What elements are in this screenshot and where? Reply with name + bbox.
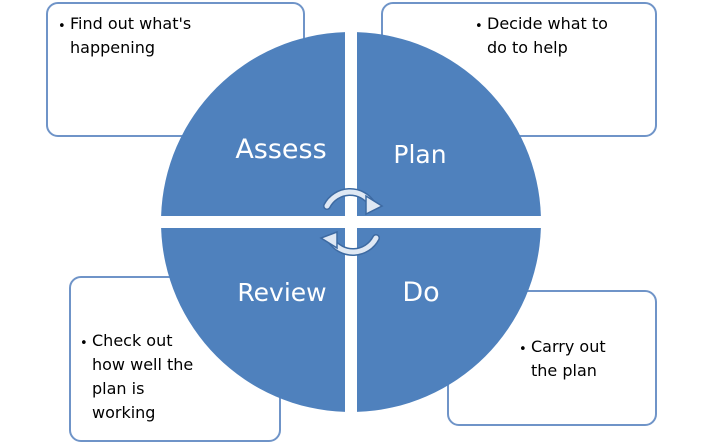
note-plan-line-2: do to help [487, 38, 568, 57]
arrowhead-right [365, 194, 384, 216]
note-assess-line-1: Find out what's [70, 14, 192, 33]
quadrant-label-plan: Plan [393, 140, 446, 169]
note-do-line-1: Carry out [531, 337, 606, 356]
note-assess-line-2: happening [70, 38, 155, 57]
bullet: • [80, 336, 88, 351]
quadrant-do [357, 228, 541, 412]
quadrant-label-do: Do [402, 277, 439, 308]
quadrant-plan [357, 32, 541, 216]
note-do-line-2: the plan [531, 361, 597, 380]
bullet: • [58, 19, 66, 34]
bullet: • [519, 342, 527, 357]
quadrant-label-review: Review [237, 278, 326, 307]
note-review-line-3: plan is [92, 379, 145, 398]
quadrant-review [161, 228, 345, 412]
note-review-line-4: working [92, 403, 156, 422]
quadrant-assess [161, 32, 345, 216]
quadrant-label-assess: Assess [235, 134, 326, 165]
note-review-line-1: Check out [92, 331, 173, 350]
bullet: • [475, 19, 483, 34]
note-review-line-2: how well the [92, 355, 194, 374]
note-plan-line-1: Decide what to [487, 14, 608, 33]
arrowhead-left [319, 230, 338, 250]
